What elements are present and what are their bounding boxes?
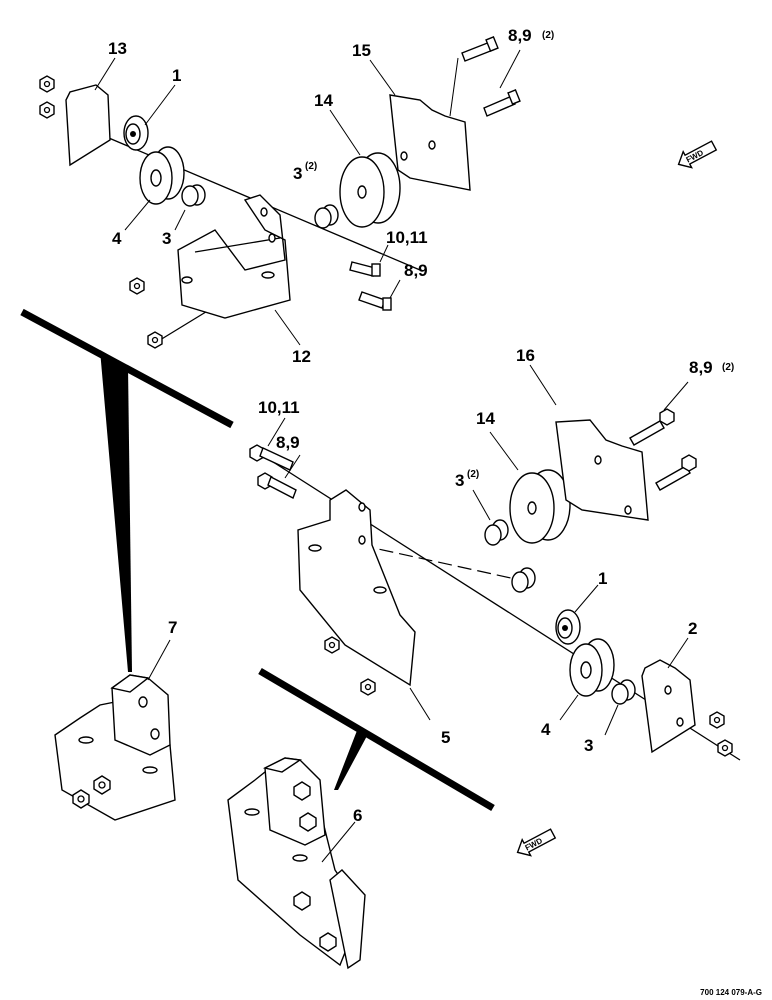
nut xyxy=(717,739,733,757)
nut xyxy=(39,101,55,119)
callout-8-9: 8,9 xyxy=(404,261,428,280)
callout-5: 5 xyxy=(441,728,450,747)
callout-3: 3 xyxy=(162,229,171,248)
fwd-arrow-icon: FWD xyxy=(677,140,718,169)
callout-15: 15 xyxy=(352,41,371,60)
bolt xyxy=(629,408,675,446)
bracket-5 xyxy=(297,489,416,687)
callout-qty: (2) xyxy=(722,362,734,373)
inset-part-7 xyxy=(54,674,176,821)
callout-6: 6 xyxy=(353,806,362,825)
bearing-1 xyxy=(555,609,581,645)
callout-4: 4 xyxy=(541,720,551,739)
bolt xyxy=(349,261,381,277)
callout-1: 1 xyxy=(172,66,181,85)
bolt xyxy=(257,472,297,499)
bolt xyxy=(483,89,521,117)
lower-leaders xyxy=(267,364,689,736)
callout-14: 14 xyxy=(476,409,495,428)
callout-8-9-pair: 8,9 xyxy=(689,358,713,377)
lower-assembly xyxy=(249,408,741,761)
callout-10-11: 10,11 xyxy=(386,228,428,247)
bolt xyxy=(655,454,697,491)
drawing-code: 700 124 079-A-G xyxy=(700,988,762,997)
callout-16: 16 xyxy=(516,346,535,365)
bracket-2 xyxy=(641,659,696,754)
bearing-1 xyxy=(123,115,149,151)
spacer-3-pair xyxy=(314,204,339,229)
fwd-arrow-icon: FWD xyxy=(516,828,557,857)
t-marker-left xyxy=(20,308,234,672)
callout-3-pair: 3 xyxy=(455,471,464,490)
nut xyxy=(360,678,376,696)
nut xyxy=(709,711,725,729)
top-assembly xyxy=(39,36,521,349)
top-leaders xyxy=(94,49,521,346)
callout-qty: (2) xyxy=(542,30,554,41)
pulley-4 xyxy=(139,146,185,205)
nut xyxy=(39,75,55,93)
inset-part-6 xyxy=(227,757,366,970)
callout-7: 7 xyxy=(168,618,177,637)
callout-1: 1 xyxy=(598,569,607,588)
callout-4: 4 xyxy=(112,229,122,248)
callout-3-pair: 3 xyxy=(293,164,302,183)
callout-12: 12 xyxy=(292,347,311,366)
bracket-13 xyxy=(65,84,111,167)
spacer-3-pair xyxy=(484,519,509,546)
callout-10-11: 10,11 xyxy=(258,398,300,417)
callout-14: 14 xyxy=(314,91,333,110)
nut xyxy=(129,277,145,295)
bracket-16 xyxy=(555,419,649,521)
spacer-3 xyxy=(181,184,206,207)
spacer-3 xyxy=(511,567,536,593)
nut xyxy=(147,331,163,349)
callout-2: 2 xyxy=(688,619,697,638)
callout-3: 3 xyxy=(584,736,593,755)
callout-8-9: 8,9 xyxy=(276,433,300,452)
bracket-12 xyxy=(177,194,291,319)
nut xyxy=(324,636,340,654)
callout-8-9-pair: 8,9 xyxy=(508,26,532,45)
callout-13: 13 xyxy=(108,39,127,58)
pulley-4 xyxy=(569,638,615,697)
bolt xyxy=(461,36,499,62)
pulley-14 xyxy=(339,152,401,228)
t-marker-lower xyxy=(258,667,495,812)
bolt xyxy=(358,291,392,311)
callout-qty: (2) xyxy=(305,161,317,172)
spacer-3 xyxy=(611,679,636,705)
callout-labels: 13 1 15 8,9 (2) 14 3 (2) 4 3 10,11 8,9 1… xyxy=(108,26,734,825)
pulley-14 xyxy=(509,469,571,544)
callout-qty: (2) xyxy=(467,469,479,480)
